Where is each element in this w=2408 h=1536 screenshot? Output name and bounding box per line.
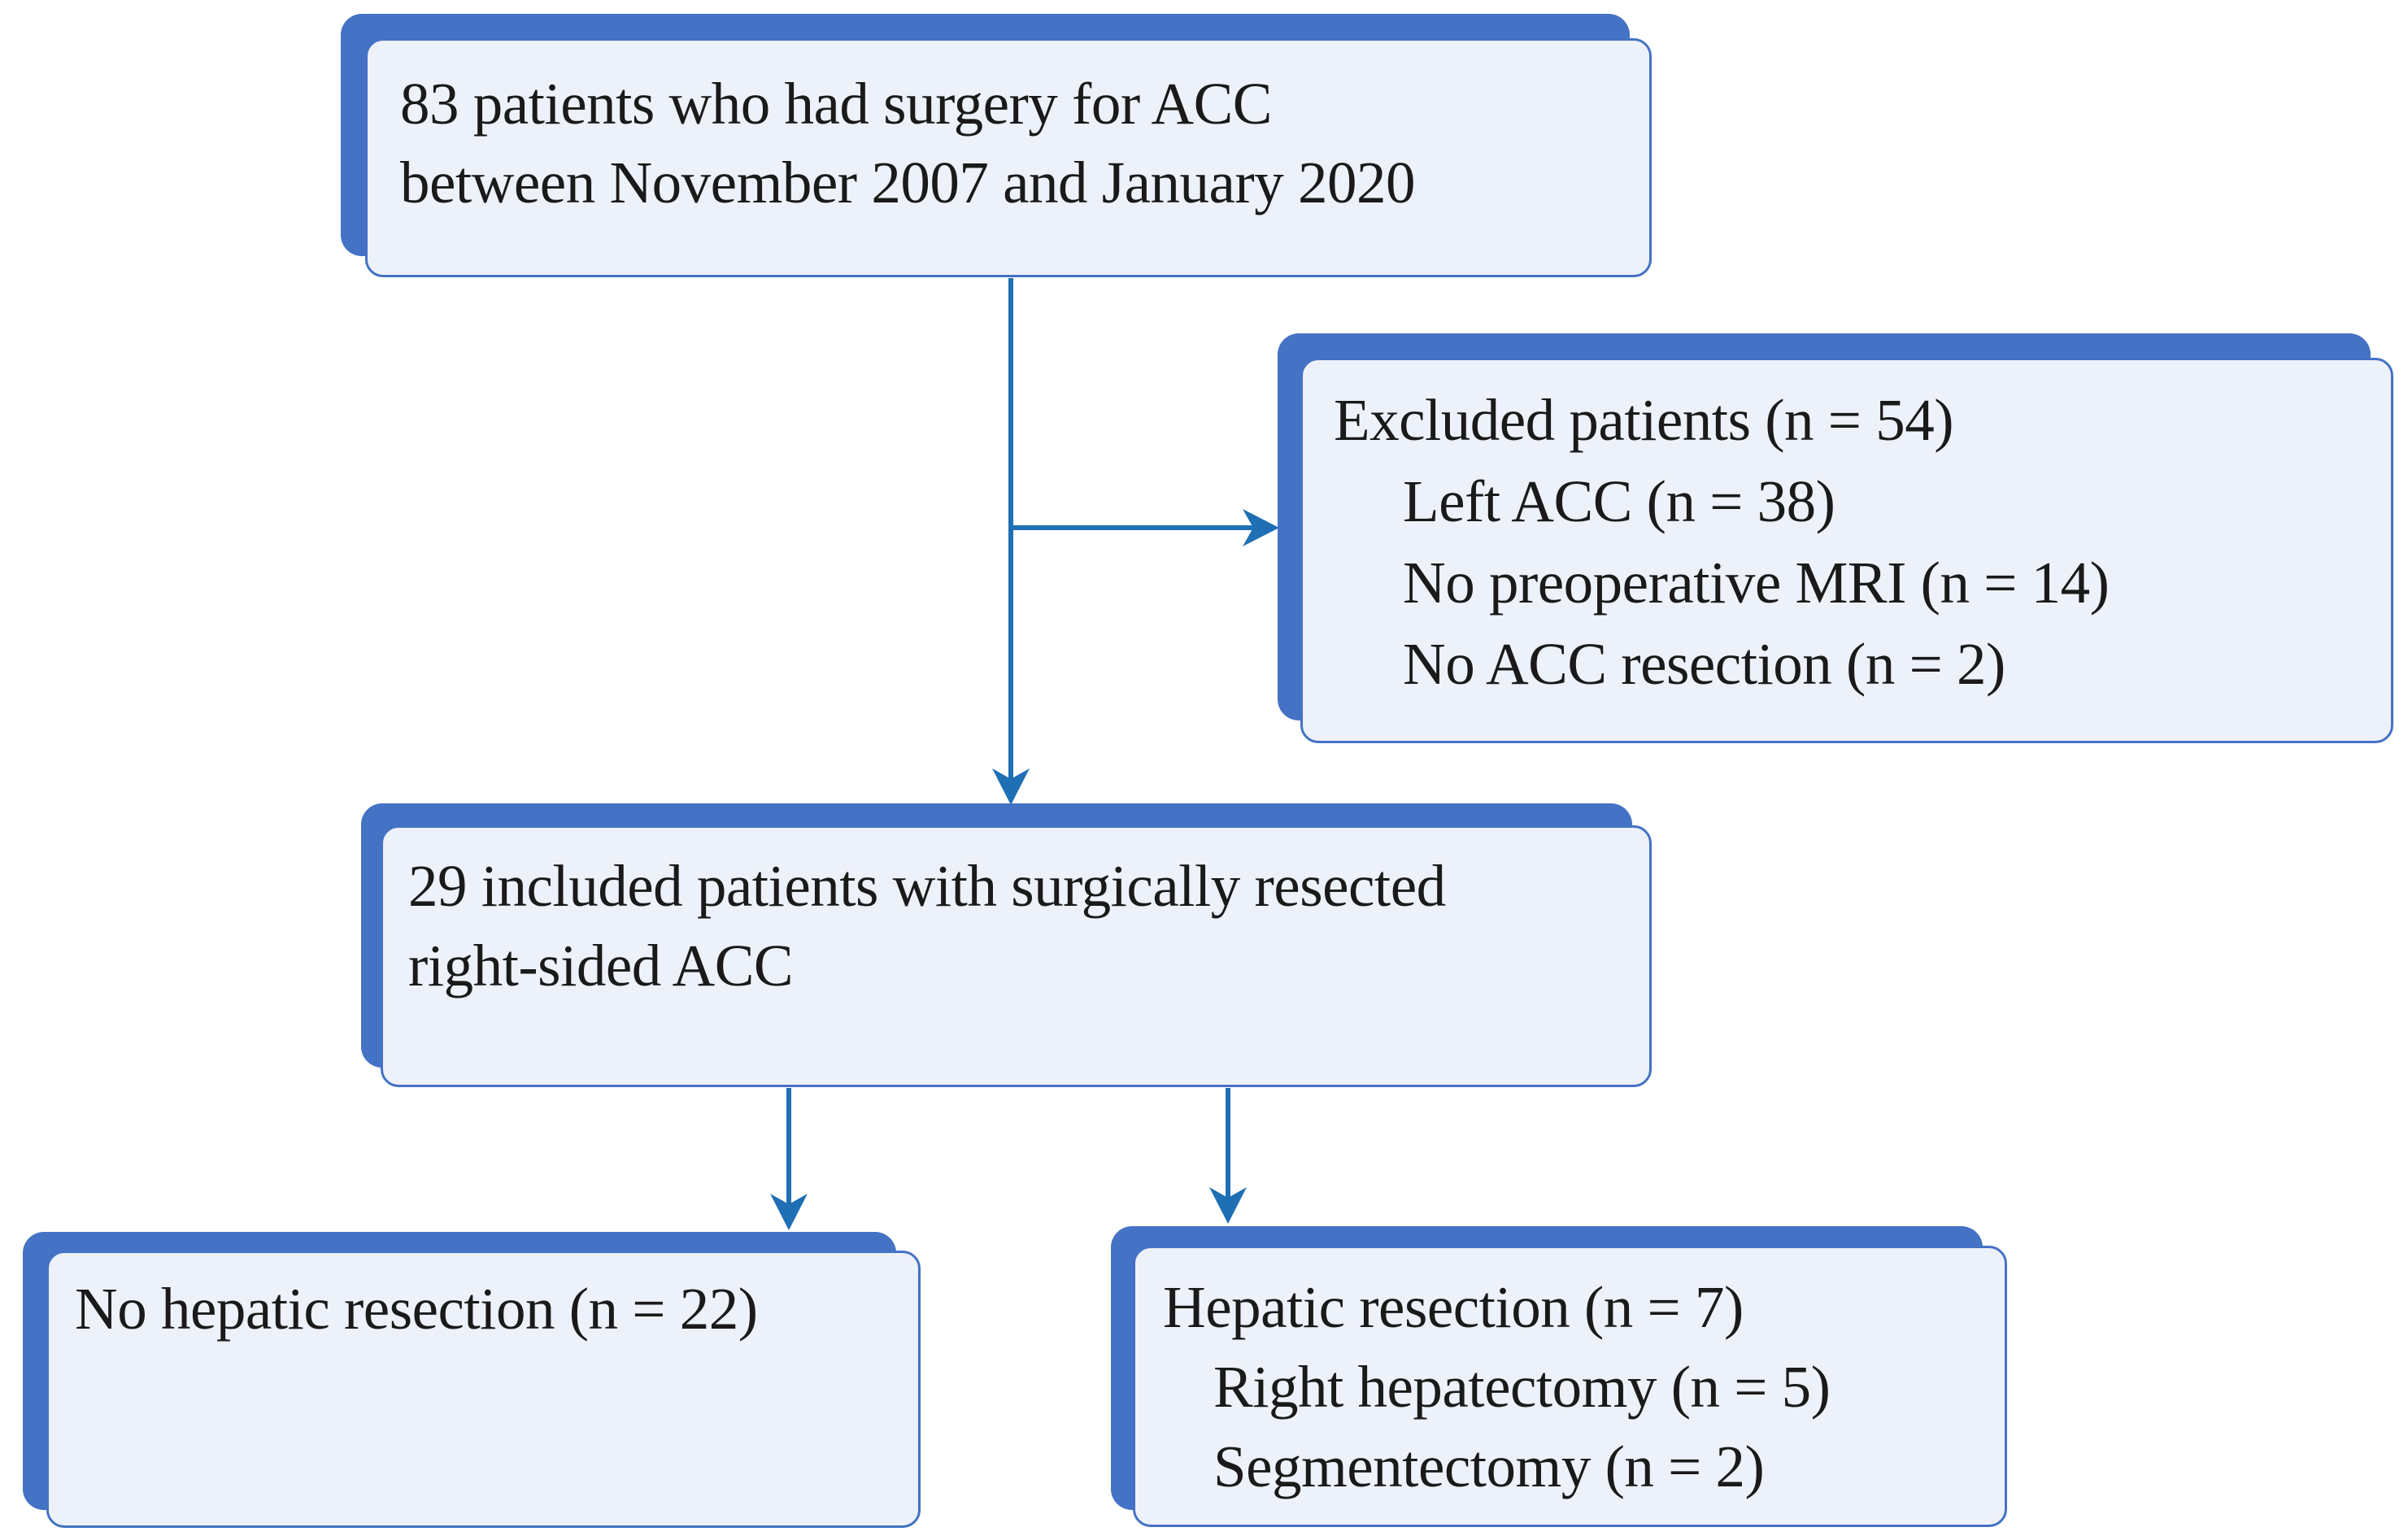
arrowhead-no-resection [770,1194,808,1230]
excluded-item-left-acc: Left ACC (n = 38) [1403,468,1835,534]
arrowhead-resection [1209,1187,1247,1224]
arrowhead-excluded [1243,509,1279,546]
no-resection-label: No hepatic resection (n = 22) [75,1276,758,1342]
start-line-2: between November 2007 and January 2020 [400,150,1416,215]
resection-title: Hepatic resection (n = 7) [1163,1274,1744,1340]
excluded-title: Excluded patients (n = 54) [1334,387,1954,453]
resection-item-right-hepatectomy: Right hepatectomy (n = 5) [1213,1354,1831,1420]
excluded-item-no-mri: No preoperative MRI (n = 14) [1403,550,2110,616]
excluded-item-no-resection: No ACC resection (n = 2) [1403,631,2005,697]
included-line-2: right-sided ACC [408,933,794,999]
start-line-1: 83 patients who had surgery for ACC [400,71,1272,137]
resection-item-segmentectomy: Segmentectomy (n = 2) [1213,1434,1765,1499]
arrowhead-included [992,768,1030,805]
included-line-1: 29 included patients with surgically res… [408,853,1446,919]
